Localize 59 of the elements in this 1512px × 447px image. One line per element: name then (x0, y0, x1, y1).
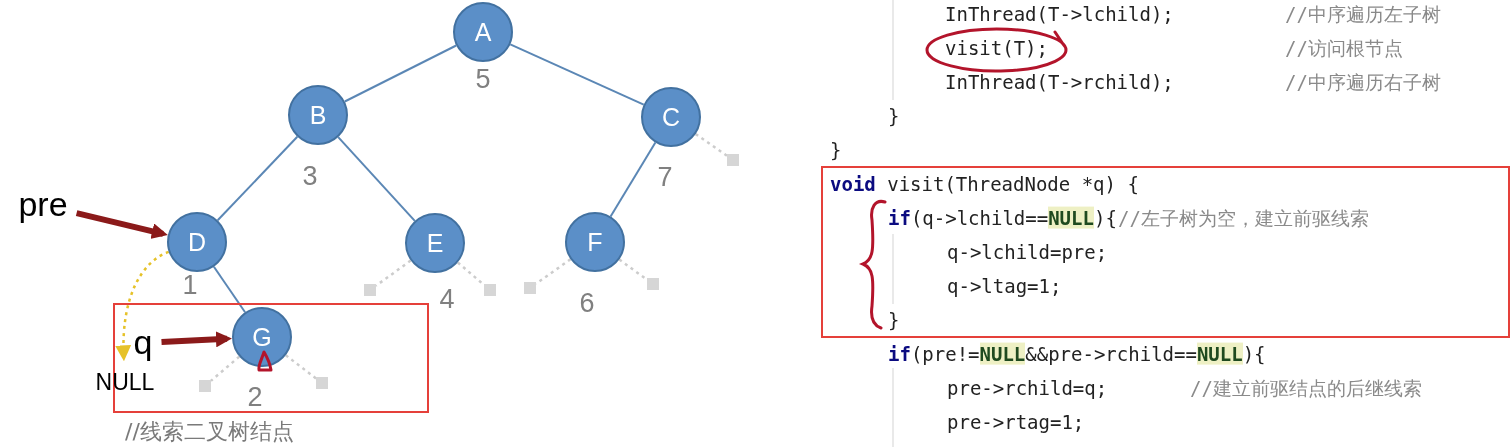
tree-edge (212, 265, 247, 314)
null-link (535, 258, 572, 285)
code-line: void visit(ThreadNode *q) { (830, 172, 1139, 196)
code-line: q->lchild=pre; (947, 240, 1108, 264)
null-marker (727, 154, 739, 166)
tree-node: D (167, 212, 227, 272)
tree-edge (337, 136, 416, 222)
null-marker (364, 284, 376, 296)
tree-edge (609, 141, 657, 218)
tree-edge (216, 135, 299, 222)
order-number: 3 (302, 162, 318, 192)
tree-node: E (405, 213, 465, 273)
null-link (695, 133, 728, 157)
order-number: 5 (475, 65, 491, 95)
null-link (375, 259, 412, 287)
null-link (457, 261, 485, 286)
thread-arrow (115, 250, 170, 362)
null-link (618, 258, 648, 281)
tree-node: A (453, 2, 513, 62)
code-line: visit(T); (945, 36, 1048, 60)
tree-edge (343, 44, 458, 103)
code-comment: //访问根节点 (1285, 36, 1403, 60)
code-line: InThread(T->lchild); (945, 2, 1174, 26)
code-line: if(q->lchild==NULL){ (888, 206, 1117, 230)
code-comment: //中序遍历右子树 (1285, 70, 1441, 94)
null-link (210, 355, 241, 382)
highlight-rectangle (821, 166, 1510, 338)
code-line: } (888, 308, 900, 332)
null-marker (199, 380, 211, 392)
null-marker (484, 284, 496, 296)
pointer-arrow (161, 331, 232, 348)
code-comment: //左子树为空，建立前驱线索 (1118, 206, 1369, 230)
tree-node: C (641, 87, 701, 147)
null-marker (524, 282, 536, 294)
order-number: 6 (579, 289, 595, 319)
code-comment: //建立前驱结点的后继线索 (1190, 376, 1422, 400)
variable-label: q (133, 324, 153, 362)
tree-node: G (232, 307, 292, 367)
code-comment: //中序遍历左子树 (1285, 2, 1441, 26)
code-line: if(pre!=NULL&&pre->rchild==NULL){ (888, 342, 1266, 366)
tree-node: B (288, 85, 348, 145)
code-comment: //线索二叉树结点 (125, 418, 294, 446)
code-line: pre->rchild=q; (947, 376, 1108, 400)
code-line: } (888, 104, 900, 128)
order-number: 2 (247, 383, 263, 413)
null-link (285, 354, 317, 380)
code-line: } (830, 138, 842, 162)
code-line: q->ltag=1; (947, 274, 1062, 298)
tree-node: F (565, 212, 625, 272)
order-number: 1 (182, 271, 198, 301)
order-number: 4 (439, 285, 455, 315)
variable-label: pre (18, 186, 68, 224)
pointer-arrow (75, 210, 168, 239)
order-number: 7 (657, 163, 673, 193)
null-marker (316, 377, 328, 389)
null-marker (647, 278, 659, 290)
tree-edge (509, 43, 645, 106)
code-line: InThread(T->rchild); (945, 70, 1174, 94)
code-line: pre->rtag=1; (947, 410, 1085, 434)
